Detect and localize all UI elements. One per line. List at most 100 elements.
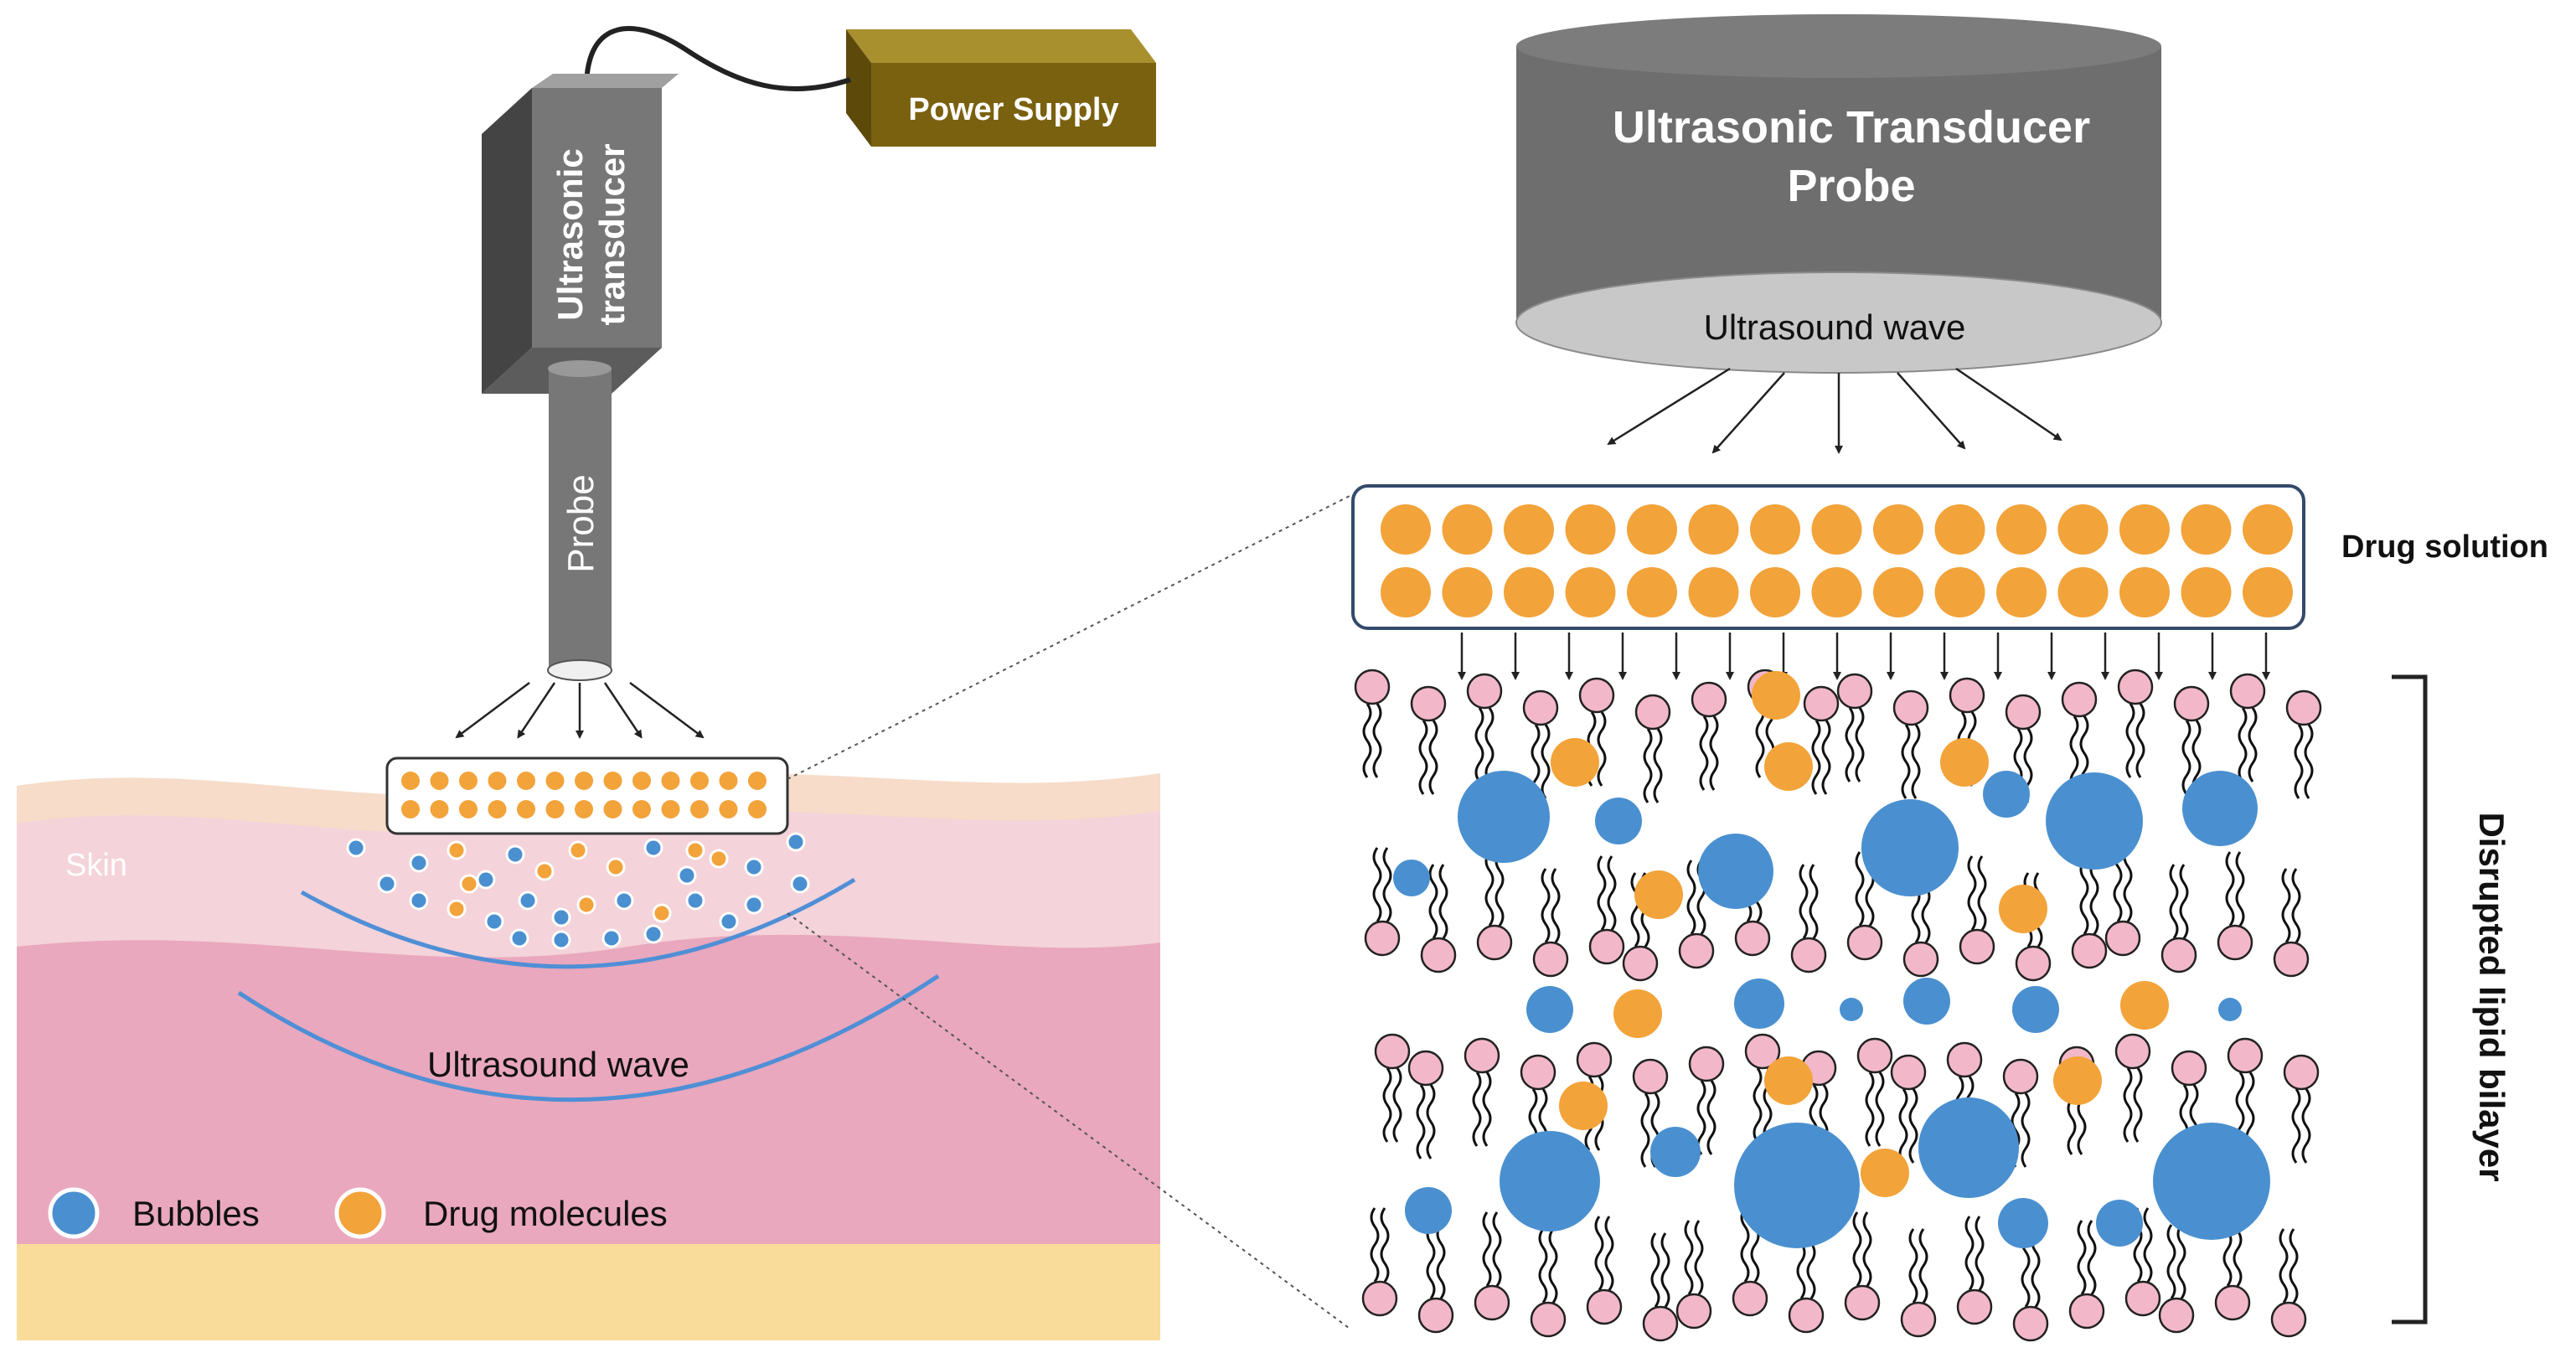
lipid-tail	[2304, 724, 2314, 799]
lipid-tail	[2291, 868, 2301, 943]
lipid-tail	[2294, 724, 2304, 799]
lipid-tail	[1472, 1071, 1482, 1147]
solution-drug-dot	[2119, 567, 2170, 617]
lipid-tail	[2166, 1224, 2176, 1299]
lipid-tail	[2143, 1207, 2153, 1283]
lipid-tail	[2133, 1067, 2143, 1143]
lipid-head	[1744, 1033, 1781, 1070]
lipid-tail	[1862, 1211, 1872, 1287]
zoom-line-lower	[787, 912, 1350, 1329]
lipid-head	[1890, 1054, 1927, 1091]
solution-drug-dot	[1873, 504, 1923, 555]
bubble	[476, 870, 496, 890]
lipid-head	[1520, 1054, 1556, 1091]
lipid-tail	[2125, 703, 2135, 778]
lipid-head	[1856, 1037, 1893, 1074]
lipid-tail	[2245, 1071, 2255, 1147]
lipid-head	[2270, 1301, 2307, 1338]
patch-drug-dot	[661, 772, 680, 790]
lipid-tail	[1482, 1071, 1492, 1147]
lipid-tail	[1607, 855, 1617, 931]
bubble	[786, 832, 806, 852]
lipid-head	[1892, 689, 1929, 726]
lipid-tail	[1482, 1211, 1492, 1287]
lipid-tail	[1604, 1216, 1614, 1291]
lipid-tail	[1643, 728, 1653, 803]
lipid-head	[1691, 681, 1727, 718]
lipid-head	[1675, 1293, 1712, 1330]
bubble	[2182, 771, 2258, 846]
patch-drug-dot	[459, 772, 478, 790]
patch-drug-dot	[545, 772, 565, 790]
drug-molecule	[1999, 885, 2047, 933]
lipid-tail	[2087, 1220, 2097, 1295]
lipid-head	[1622, 945, 1659, 982]
solution-drug-dot	[1688, 504, 1739, 555]
solution-drug-dot	[1811, 504, 1862, 555]
probe-arrow	[603, 682, 643, 739]
bilayer-bubbles	[1393, 771, 2270, 1248]
lipid-tail	[2225, 851, 2235, 927]
lipid-tail	[1426, 1224, 1436, 1299]
drug-molecule	[1764, 1056, 1813, 1105]
patch-drug-dot	[488, 772, 507, 790]
lipid-head	[2283, 1054, 2320, 1091]
lipid-tail	[1362, 703, 1372, 778]
lipid-tail	[1918, 1228, 1928, 1304]
bubble	[1698, 834, 1773, 909]
solution-drug-dot	[2181, 567, 2232, 617]
lipid-tail	[1852, 1211, 1862, 1287]
solution-drug-dot	[1565, 504, 1616, 555]
lipid-tail	[2077, 1220, 2087, 1295]
probe-arrow	[455, 681, 530, 739]
lipid-head	[2002, 1058, 2039, 1095]
lipid-tail	[1964, 1216, 1975, 1291]
lipid-head	[1946, 1041, 1983, 1078]
skin-particles	[346, 832, 810, 950]
lipid-head	[1634, 694, 1671, 731]
solution-drug-dot	[1996, 504, 2047, 555]
lipid-tail	[2089, 860, 2099, 935]
solution-arrows	[1458, 633, 2270, 680]
bilayer-label: Disrupted lipid bilayer	[2472, 812, 2511, 1181]
ultrasound-wave-arc-outer	[237, 973, 940, 1102]
bubble	[643, 924, 663, 944]
patch-drug-dot	[488, 800, 507, 818]
drug-molecule	[606, 857, 626, 877]
probe-arrow	[517, 682, 556, 739]
drug-molecule	[1940, 738, 1989, 787]
lipid-head	[2214, 1284, 2251, 1321]
bubble	[744, 895, 764, 915]
lipid-tail	[1640, 1092, 1650, 1168]
lipid-tail	[2248, 707, 2258, 782]
epidermis-layer	[17, 783, 1160, 958]
lipid-head	[1466, 673, 1503, 710]
patch-drug-dot	[690, 772, 709, 790]
bubble	[409, 891, 429, 911]
lipid-head	[1354, 669, 1391, 705]
lipid-head	[1417, 1297, 1454, 1334]
dermis-layer	[17, 926, 1160, 1244]
drug-molecule	[447, 840, 467, 860]
probe-arrow	[629, 681, 705, 739]
bubble	[377, 874, 397, 894]
lipid-tail	[1660, 1232, 1670, 1308]
probe-label: Probe	[560, 474, 601, 572]
lipid-tail	[1541, 724, 1551, 799]
patch-drug-dot	[632, 800, 651, 818]
lipid-tail	[1382, 847, 1392, 922]
patch-drug-dot	[690, 800, 709, 818]
drug-molecule	[1861, 1149, 1909, 1197]
lipid-tail	[1967, 855, 1977, 931]
lipid-head	[1836, 673, 1873, 710]
bubble	[1393, 860, 1430, 896]
patch-drug-dot	[719, 800, 738, 818]
solution-drug-dot	[2181, 504, 2232, 555]
lipid-tail	[1380, 1207, 1390, 1283]
solution-drug-dot	[1442, 504, 1493, 555]
drug-molecule	[685, 840, 705, 860]
patch-drug-dot	[632, 772, 651, 790]
lipid-head	[1949, 677, 1985, 714]
bubble	[509, 928, 529, 948]
